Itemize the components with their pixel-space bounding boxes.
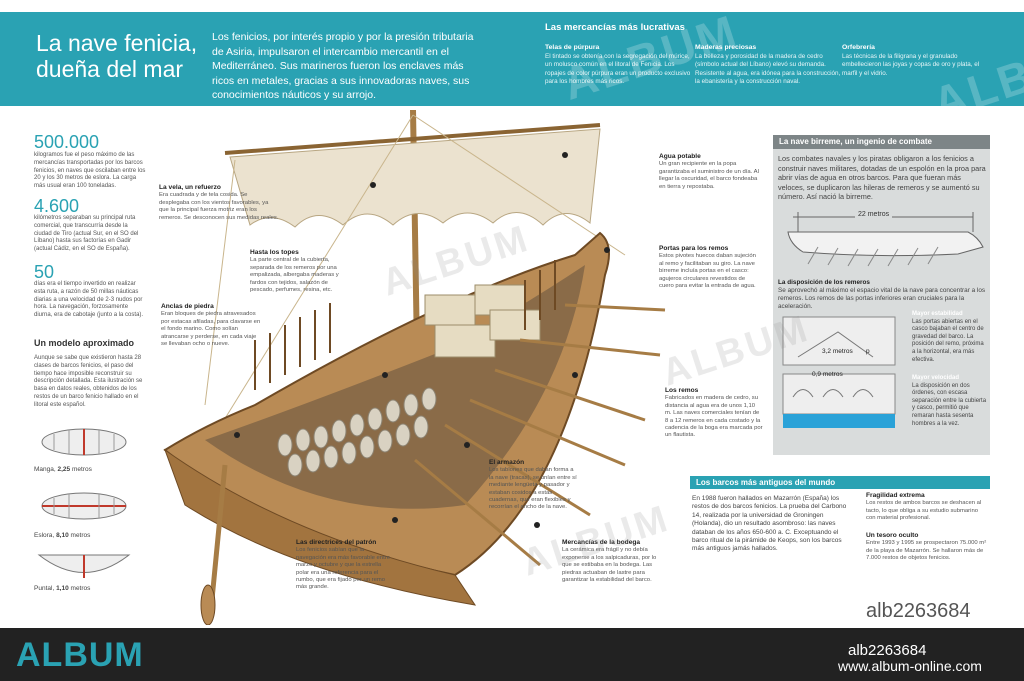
cargo-bales <box>424 284 541 358</box>
modelo-text: Aunque se sabe que existieron hasta 28 c… <box>34 355 143 408</box>
stat-text: días era el tiempo invertido en realizar… <box>34 281 144 319</box>
stat-text: kilómetros separaban su principal ruta c… <box>34 215 139 253</box>
puntal-diagram <box>37 554 131 578</box>
header-band <box>0 12 1024 106</box>
dim-manga: Manga, 2,25 metros <box>34 466 92 473</box>
intro-text: Los fenicios, por interés propio y por l… <box>212 31 474 101</box>
birreme-title: La nave birreme, un ingenio de combate <box>773 135 990 149</box>
birreme-length: 22 metros <box>855 211 893 218</box>
yard <box>224 123 601 155</box>
stat-value: 50 <box>34 262 55 282</box>
sail <box>229 128 601 228</box>
manga-diagram <box>41 428 127 456</box>
dimension-diagrams <box>37 428 131 578</box>
oldest-title: Los barcos más antiguos del mundo <box>690 476 990 489</box>
stat-value: 500.000 <box>34 132 100 152</box>
dim-0-9: 0,9 metros <box>812 371 843 378</box>
oars <box>414 303 666 567</box>
dim-3-2: 3,2 metros <box>822 348 853 355</box>
top-strip <box>0 0 1024 12</box>
footer-ref: alb2263684 <box>848 642 927 659</box>
eslora-diagram <box>41 492 127 520</box>
image-code: alb2263684 <box>866 600 971 622</box>
album-logo[interactable]: ALBUM <box>16 636 144 674</box>
dim-eslora: Eslora, 8,10 metros <box>34 532 91 539</box>
palisade <box>254 260 556 390</box>
mercancias-title: Las mercancías más lucrativas <box>545 22 685 33</box>
rowers-diagram <box>782 316 896 428</box>
stat-value: 4.600 <box>34 196 80 216</box>
birreme-diagram <box>787 212 984 267</box>
modelo-title: Un modelo aproximado <box>34 338 135 348</box>
hull-side <box>163 448 477 606</box>
footer-site-link[interactable]: www.album-online.com <box>838 658 982 674</box>
mark-p: p <box>866 348 870 355</box>
footer-bar <box>0 628 1024 681</box>
stat-text: kilogramos fue el peso máximo de las mer… <box>34 152 146 190</box>
birreme-intro: Los combates navales y los piratas oblig… <box>778 154 986 202</box>
page-title: La nave fenicia, dueña del mar <box>36 30 198 82</box>
callout-dots <box>234 152 610 528</box>
dim-puntal: Puntal, 1,10 metros <box>34 585 91 592</box>
ship-illustration <box>163 109 666 625</box>
oldest-text: En 1988 fueron hallados en Mazarrón (Esp… <box>692 495 847 553</box>
amphorae <box>277 387 437 477</box>
